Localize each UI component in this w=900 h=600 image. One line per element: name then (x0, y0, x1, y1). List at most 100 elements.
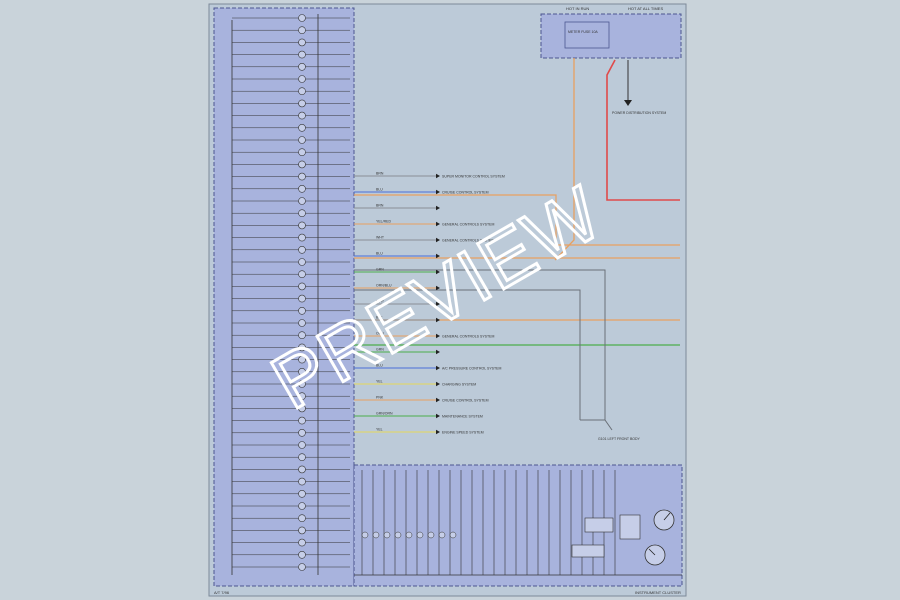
circuit-row: ORN/BLU (354, 284, 440, 291)
indicator-bulb-icon (298, 209, 306, 217)
circuit-arrow (436, 333, 440, 339)
indicator-row (232, 355, 350, 364)
indicator-bulb-icon (298, 282, 306, 291)
circuit-wire-label: YEL (376, 380, 383, 384)
bottom-column (449, 470, 457, 575)
ground-join (580, 419, 613, 431)
indicator-row (232, 270, 350, 279)
indicator-bulb-icon (298, 404, 306, 413)
indicator-row (232, 392, 350, 401)
indicator-row (232, 538, 350, 547)
bottom-bulb-icon (372, 531, 380, 539)
fuse-inner-label: METER FUSE 10A (568, 30, 598, 34)
indicator-bulb-icon (298, 306, 306, 315)
indicator-row (232, 550, 350, 559)
indicator-row (232, 319, 350, 327)
indicator-bulb-icon (298, 331, 306, 340)
indicator-bulb-icon (298, 514, 306, 523)
indicator-bulb-icon (298, 185, 306, 193)
indicator-bulb-icon (298, 380, 306, 388)
indicator-bulb-icon (298, 124, 306, 132)
indicator-bulb-icon (298, 563, 306, 571)
circuit-wire-label: GRN (376, 268, 384, 272)
indicator-bulb-icon (298, 197, 306, 205)
indicator-row (232, 367, 350, 376)
circuit-wire-label: BLK (376, 316, 383, 320)
indicator-row (232, 416, 350, 425)
circuit-wire-label: WHT (376, 236, 385, 240)
circuit-row: WHT (354, 300, 440, 307)
indicator-row (232, 465, 350, 474)
circuit-row: YEL/RED GENERAL CONTROLS SYSTEM (354, 220, 494, 227)
indicator-row (232, 63, 350, 71)
indicator-bulb-icon (298, 270, 306, 279)
circuit-dest-label: MAINTENANCE SYSTEM (442, 414, 483, 418)
gray-wire-1 (354, 289, 581, 420)
circuit-wire-label: PNK (376, 396, 384, 400)
indicator-row (232, 563, 350, 571)
indicator-row (232, 111, 350, 120)
circuit-arrow (436, 365, 440, 371)
indicator-bulb-icon (298, 38, 306, 47)
indicator-bulb-icon (298, 14, 306, 22)
indicator-row (232, 136, 350, 144)
circuit-dest-label: SUPER MONITOR CONTROL SYSTEM (442, 174, 505, 178)
power-distribution-label: POWER DISTRIBUTION SYSTEM (612, 111, 666, 115)
indicator-row (232, 172, 350, 181)
circuit-arrow (436, 221, 440, 227)
indicator-bulb-icon (298, 526, 306, 535)
circuit-wire-label: ORN/BLU (376, 284, 392, 288)
circuit-arrow (436, 397, 440, 403)
bottom-bulb-icon (361, 531, 369, 539)
circuit-wire-label: YEL (376, 428, 383, 432)
footer-right-ref: INSTRUMENT CLUSTER (635, 590, 681, 595)
circuit-dest-label: GENERAL CONTROLS SYSTEM (442, 222, 494, 226)
circuit-wire-label: ORN (376, 332, 384, 336)
power-arrow-head (624, 100, 632, 106)
indicator-bulb-icon (298, 319, 306, 327)
indicator-row (232, 489, 350, 498)
indicator-bulb-icon (298, 489, 306, 498)
circuit-wire-label: YEL/RED (376, 220, 391, 224)
indicator-bulb-icon (298, 99, 306, 108)
indicator-row (232, 477, 350, 486)
circuit-arrow (436, 381, 440, 387)
bottom-column (383, 470, 391, 575)
orange-feed-wire (554, 58, 575, 261)
circuit-wire-label: BRN (376, 204, 384, 208)
indicator-row (232, 294, 350, 303)
circuit-arrow (436, 269, 440, 275)
bottom-panel-components (354, 470, 682, 576)
bottom-bulb-icon (427, 531, 435, 539)
indicator-row (232, 99, 350, 108)
indicator-row (232, 514, 350, 523)
indicator-bulb-icon (298, 63, 306, 71)
indicator-row (232, 185, 350, 193)
fuse-box-right-label: HOT AT ALL TIMES (628, 6, 663, 11)
circuit-wire-label: WHT (376, 300, 385, 304)
indicator-bulb-icon (298, 428, 306, 437)
circuit-wire-label: BLU (376, 188, 383, 192)
indicator-bulb-icon (298, 50, 306, 59)
circuit-dest-label: ENGINE SPEED SYSTEM (442, 430, 484, 434)
circuit-dest-label: A/C PRESSURE CONTROL SYSTEM (442, 366, 501, 370)
indicator-row (232, 50, 350, 59)
indicator-bulb-icon (298, 416, 306, 425)
circuit-wire-label: GRN/ORN (376, 412, 393, 416)
indicator-row (232, 197, 350, 205)
indicator-row (232, 343, 350, 352)
indicator-bulb-icon (298, 87, 306, 95)
bottom-bulb-icon (394, 531, 402, 539)
indicator-bulb-icon (298, 172, 306, 181)
circuit-arrow (436, 253, 440, 259)
indicator-bulb-icon (298, 160, 306, 169)
indicator-row (232, 160, 350, 169)
circuit-row: BLK (354, 316, 440, 323)
indicator-row (232, 404, 350, 413)
